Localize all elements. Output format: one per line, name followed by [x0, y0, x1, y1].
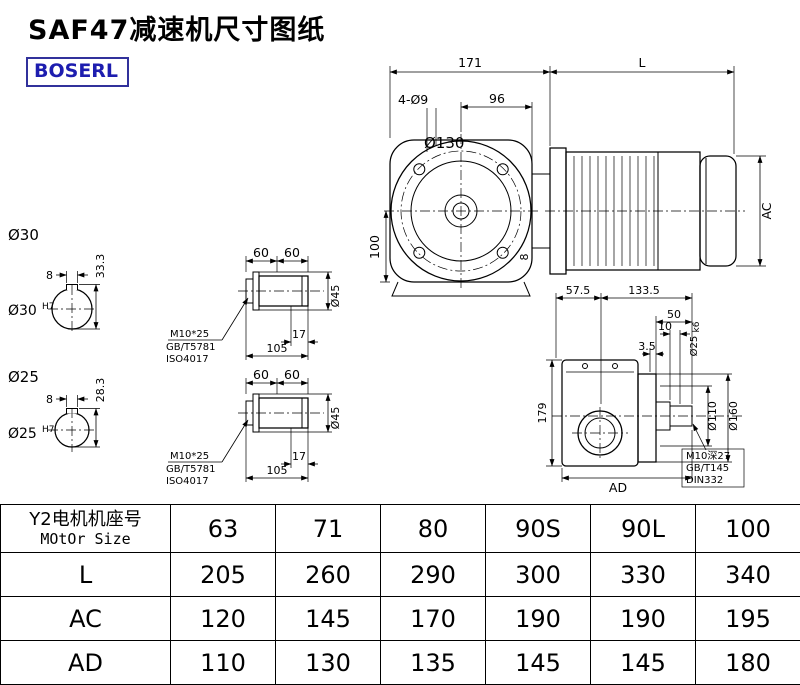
table-row-l: L 205 260 290 300 330 340 — [1, 553, 800, 597]
ad-value: 180 — [696, 641, 800, 685]
size-80: 80 — [381, 505, 486, 553]
size-71: 71 — [276, 505, 381, 553]
ad-value: 110 — [171, 641, 276, 685]
l-value: 340 — [696, 553, 800, 597]
motor — [532, 148, 745, 274]
bolt-standard-iso: ISO4017 — [166, 354, 209, 365]
size-63: 63 — [171, 505, 276, 553]
bolt-spec: M10*25 — [170, 451, 209, 462]
row-label-ad: AD — [1, 641, 171, 685]
dim-105: 105 — [267, 464, 288, 477]
ac-value: 190 — [486, 597, 591, 641]
shaft-detail-2: M10*25 GB/T5781 ISO4017 60 60 17 105 Ø45 — [166, 367, 342, 487]
size-100: 100 — [696, 505, 800, 553]
bore25-tolerance-label: Ø25 — [8, 426, 37, 442]
shaft-detail-1: M10*25 GB/T5781 ISO4017 60 60 17 105 Ø45 — [166, 245, 342, 365]
dim-60b: 60 — [284, 245, 300, 260]
table-header-row: Y2电机机座号 MOtOr Size 63 71 80 90S 90L 100 — [1, 505, 800, 553]
flange-diameter-label: Ø130 — [424, 134, 464, 152]
motor-size-header-en: MOtOr Size — [1, 531, 170, 548]
bolt-spec: M10*25 — [170, 329, 209, 340]
dim-60a: 60 — [253, 367, 269, 382]
input-shaft-diameter: Ø25 — [688, 336, 700, 357]
dim-3-5: 3.5 — [638, 340, 656, 353]
dim-133-5: 133.5 — [628, 284, 660, 297]
l-value: 290 — [381, 553, 486, 597]
side-view: 57.5 133.5 50 10 3.5 Ø25 k6 Ø110 Ø160 17… — [536, 284, 744, 495]
ad-value: 130 — [276, 641, 381, 685]
dim-ad: AD — [609, 480, 627, 495]
l-value: 300 — [486, 553, 591, 597]
bore-view-30: Ø30 8 33.3 Ø30 H7 — [8, 226, 107, 333]
size-90s: 90S — [486, 505, 591, 553]
l-value: 260 — [276, 553, 381, 597]
bore30-keyway-width: 8 — [46, 269, 53, 282]
ac-value: 120 — [171, 597, 276, 641]
l-value: 205 — [171, 553, 276, 597]
row-label-ac: AC — [1, 597, 171, 641]
dim-l: L — [639, 55, 646, 70]
bolt-standard-gb: GB/T5781 — [166, 342, 216, 353]
bore30-tolerance-label: Ø30 — [8, 303, 37, 319]
bore30-keyway-height: 33.3 — [94, 254, 107, 279]
tap-standard-gb: GB/T145 — [686, 463, 729, 474]
bore25-label: Ø25 — [8, 368, 39, 386]
dim-171: 171 — [458, 55, 482, 70]
ac-value: 145 — [276, 597, 381, 641]
ac-value: 195 — [696, 597, 800, 641]
ad-value: 135 — [381, 641, 486, 685]
dia-110: Ø110 — [706, 401, 719, 431]
dia-45: Ø45 — [329, 285, 342, 308]
bore25-tolerance-sup: H7 — [42, 425, 55, 435]
dim-8-front: 8 — [518, 254, 531, 261]
dia-160: Ø160 — [727, 401, 740, 431]
table-row-ac: AC 120 145 170 190 190 195 — [1, 597, 800, 641]
input-flange — [638, 374, 656, 462]
dim-100: 100 — [367, 235, 382, 259]
bore25-keyway-height: 28.3 — [94, 378, 107, 403]
holes-label: 4-Ø9 — [398, 92, 428, 107]
row-label-l: L — [1, 553, 171, 597]
dim-10: 10 — [658, 320, 672, 333]
bolt-standard-gb: GB/T5781 — [166, 464, 216, 475]
bolt-standard-iso: ISO4017 — [166, 476, 209, 487]
dim-17: 17 — [292, 450, 306, 463]
motor-size-header-cn: Y2电机机座号 — [1, 510, 170, 531]
tap-standard-din: DIN332 — [686, 475, 723, 486]
tap-spec: M10深27 — [686, 450, 730, 462]
dim-57-5: 57.5 — [566, 284, 591, 297]
dim-96: 96 — [489, 91, 505, 106]
dim-ac: AC — [759, 202, 774, 219]
l-value: 330 — [591, 553, 696, 597]
motor-size-header: Y2电机机座号 MOtOr Size — [1, 505, 171, 553]
motor-size-table: Y2电机机座号 MOtOr Size 63 71 80 90S 90L 100 … — [0, 504, 800, 685]
ad-value: 145 — [591, 641, 696, 685]
bore25-keyway-width: 8 — [46, 393, 53, 406]
bore30-label: Ø30 — [8, 226, 39, 244]
ac-value: 190 — [591, 597, 696, 641]
page-title: SAF47减速机尺寸图纸 — [28, 8, 325, 47]
bore30-tolerance-sup: H7 — [42, 302, 55, 312]
dim-105: 105 — [267, 342, 288, 355]
brand-logo: BOSERL — [26, 57, 129, 87]
front-view: 171 L 96 4-Ø9 Ø130 100 8 AC — [367, 55, 774, 296]
dim-60a: 60 — [253, 245, 269, 260]
dia-45: Ø45 — [329, 407, 342, 430]
table-row-ad: AD 110 130 135 145 145 180 — [1, 641, 800, 685]
input-shaft-tolerance: k6 — [692, 321, 702, 332]
dim-17: 17 — [292, 328, 306, 341]
bore-view-25: Ø25 8 28.3 Ø25 H7 — [8, 368, 107, 452]
dim-60b: 60 — [284, 367, 300, 382]
ac-value: 170 — [381, 597, 486, 641]
ad-value: 145 — [486, 641, 591, 685]
size-90l: 90L — [591, 505, 696, 553]
dim-179: 179 — [536, 403, 549, 424]
